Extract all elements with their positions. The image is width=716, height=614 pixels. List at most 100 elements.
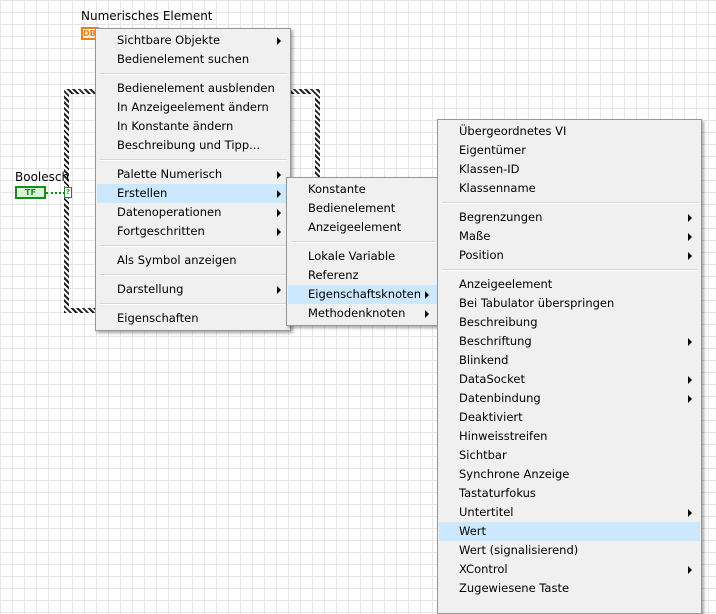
menu-item-bei-tabulator-ueberspringen[interactable]: Bei Tabulator überspringen	[439, 294, 700, 313]
menu-item-label: Klassen-ID	[459, 162, 520, 176]
menu-item-bedienelement-suchen[interactable]: Bedienelement suchen	[97, 50, 289, 69]
menu-item-label: Sichtbar	[459, 448, 507, 462]
submenu-arrow-icon	[688, 233, 692, 241]
menu-separator	[291, 241, 435, 243]
menu-item-in-konstante-aendern[interactable]: In Konstante ändern	[97, 117, 289, 136]
menu-item-label: Lokale Variable	[308, 249, 396, 263]
menu-item-datasocket[interactable]: DataSocket	[439, 370, 700, 389]
menu-item-label: Zugewiesene Taste	[459, 581, 570, 595]
menu-item-darstellung[interactable]: Darstellung	[97, 280, 289, 299]
menu-item-konstante[interactable]: Konstante	[288, 180, 437, 199]
menu-separator	[442, 269, 698, 271]
menu-item-label: Referenz	[308, 268, 359, 282]
menu-item-zugewiesene-taste[interactable]: Zugewiesene Taste	[439, 579, 700, 598]
menu-item-label: XControl	[459, 562, 508, 576]
menu-item-als-symbol-anzeigen[interactable]: Als Symbol anzeigen	[97, 251, 289, 270]
menu-item-begrenzungen[interactable]: Begrenzungen	[439, 208, 700, 227]
menu-item-palette-numerisch[interactable]: Palette Numerisch	[97, 165, 289, 184]
menu-item-label: In Anzeigeelement ändern	[117, 100, 269, 114]
boolean-terminal[interactable]: TF	[15, 186, 46, 199]
menu-item-hinweisstreifen[interactable]: Hinweisstreifen	[439, 427, 700, 446]
submenu-arrow-icon	[277, 171, 281, 179]
menu-item-klassenname[interactable]: Klassenname	[439, 179, 700, 198]
menu-item-sichtbare-objekte[interactable]: Sichtbare Objekte	[97, 31, 289, 50]
menu-item-beschreibung[interactable]: Beschreibung	[439, 313, 700, 332]
menu-item-label: Deaktiviert	[459, 410, 523, 424]
loop-condition-node[interactable]: ?	[64, 187, 72, 198]
menu-item-eigenschaften[interactable]: Eigenschaften	[97, 309, 289, 328]
menu-item-label: Fortgeschritten	[117, 224, 205, 238]
menu-item-label: Als Symbol anzeigen	[117, 253, 237, 267]
menu-item-lokale-variable[interactable]: Lokale Variable	[288, 247, 437, 266]
menu-item-beschriftung[interactable]: Beschriftung	[439, 332, 700, 351]
menu-separator	[100, 245, 287, 247]
submenu-arrow-icon	[277, 228, 281, 236]
menu-item-blinkend[interactable]: Blinkend	[439, 351, 700, 370]
submenu-arrow-icon	[688, 338, 692, 346]
menu-item-sichtbar[interactable]: Sichtbar	[439, 446, 700, 465]
menu-item-untertitel[interactable]: Untertitel	[439, 503, 700, 522]
menu-item-datenoperationen[interactable]: Datenoperationen	[97, 203, 289, 222]
menu-item-label: Methodenknoten	[308, 306, 406, 320]
boolean-wire	[46, 192, 65, 194]
submenu-arrow-icon	[688, 252, 692, 260]
menu-item-erstellen[interactable]: Erstellen	[97, 184, 289, 203]
menu-item-label: Bedienelement suchen	[117, 52, 250, 66]
submenu-arrow-icon	[688, 395, 692, 403]
menu-item-tastaturfokus[interactable]: Tastaturfokus	[439, 484, 700, 503]
menu-item-fortgeschritten[interactable]: Fortgeschritten	[97, 222, 289, 241]
menu-item-in-anzeigeelement-aendern[interactable]: In Anzeigeelement ändern	[97, 98, 289, 117]
menu-item-label: Begrenzungen	[459, 210, 543, 224]
menu-item-xcontrol[interactable]: XControl	[439, 560, 700, 579]
menu-item-label: Anzeigeelement	[308, 220, 402, 234]
menu-item-anzeigeelement[interactable]: Anzeigeelement	[439, 275, 700, 294]
menu-item-label: Beschriftung	[459, 334, 532, 348]
menu-item-uebergeordnetes-vi[interactable]: Übergeordnetes VI	[439, 122, 700, 141]
menu-item-label: Eigenschaften	[117, 311, 199, 325]
menu-item-datenbindung[interactable]: Datenbindung	[439, 389, 700, 408]
menu-item-label: Datenoperationen	[117, 205, 222, 219]
menu-item-label: Untertitel	[459, 505, 514, 519]
menu-item-masse[interactable]: Maße	[439, 227, 700, 246]
menu-item-label: Eigenschaftsknoten	[308, 287, 421, 301]
menu-separator	[442, 202, 698, 204]
menu-item-label: Datenbindung	[459, 391, 541, 405]
menu-item-label: Bedienelement ausblenden	[117, 81, 275, 95]
menu-item-label: Bedienelement	[308, 201, 396, 215]
menu-item-label: Klassenname	[459, 181, 536, 195]
menu-item-klassen-id[interactable]: Klassen-ID	[439, 160, 700, 179]
menu-item-deaktiviert[interactable]: Deaktiviert	[439, 408, 700, 427]
menu-item-label: Position	[459, 248, 504, 262]
menu-item-label: Konstante	[308, 182, 366, 196]
menu-item-position[interactable]: Position	[439, 246, 700, 265]
menu-item-label: DataSocket	[459, 372, 525, 386]
submenu-arrow-icon	[425, 310, 429, 318]
menu-item-wert-signalisierend[interactable]: Wert (signalisierend)	[439, 541, 700, 560]
menu-item-wert[interactable]: Wert	[439, 522, 700, 541]
submenu-arrow-icon	[277, 190, 281, 198]
menu-item-label: Blinkend	[459, 353, 509, 367]
menu-item-synchrone-anzeige[interactable]: Synchrone Anzeige	[439, 465, 700, 484]
menu-item-methodenknoten[interactable]: Methodenknoten	[288, 304, 437, 323]
menu-item-label: Eigentümer	[459, 143, 526, 157]
menu-item-referenz[interactable]: Referenz	[288, 266, 437, 285]
menu-item-label: Sichtbare Objekte	[117, 33, 221, 47]
menu-item-label: Bei Tabulator überspringen	[459, 296, 615, 310]
menu-item-eigentuemer[interactable]: Eigentümer	[439, 141, 700, 160]
menu-item-eigenschaftsknoten[interactable]: Eigenschaftsknoten	[288, 285, 437, 304]
menu-item-label: Wert	[459, 524, 487, 538]
submenu-arrow-icon	[277, 286, 281, 294]
menu-item-anzeigeelement[interactable]: Anzeigeelement	[288, 218, 437, 237]
submenu-arrow-icon	[688, 376, 692, 384]
menu-item-label: Wert (signalisierend)	[459, 543, 579, 557]
submenu-arrow-icon	[688, 566, 692, 574]
menu-item-label: Anzeigeelement	[459, 277, 553, 291]
menu-item-beschreibung-und-tipp[interactable]: Beschreibung und Tipp...	[97, 136, 289, 155]
menu-item-bedienelement[interactable]: Bedienelement	[288, 199, 437, 218]
menu-item-bedienelement-ausblenden[interactable]: Bedienelement ausblenden	[97, 79, 289, 98]
menu-item-label: Erstellen	[117, 186, 168, 200]
menu-item-label: Beschreibung und Tipp...	[117, 138, 261, 152]
